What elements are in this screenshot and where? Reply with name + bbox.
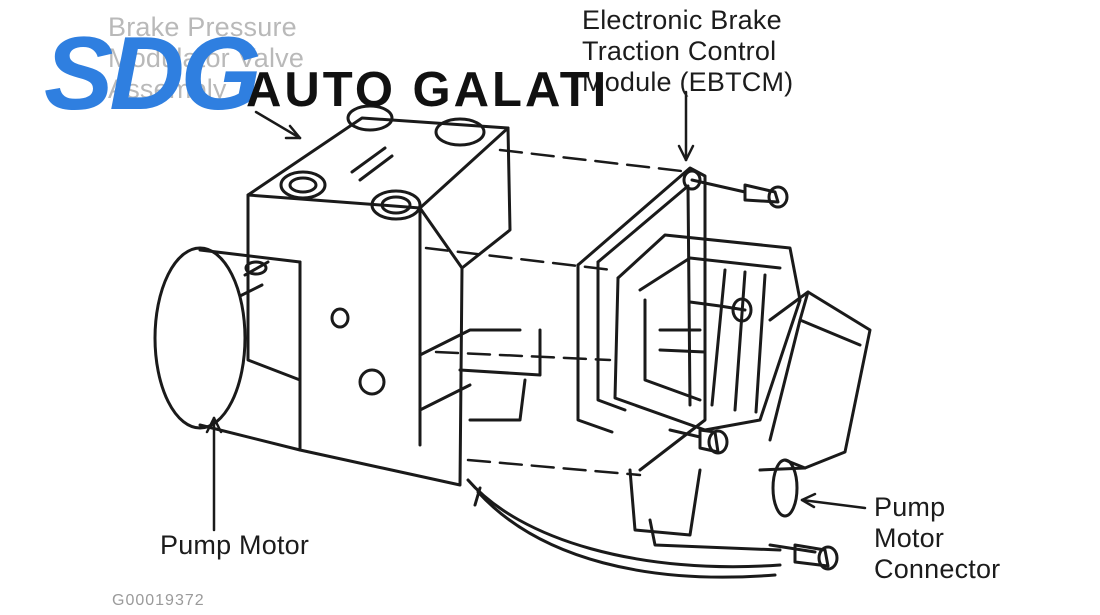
pump-motor-connector — [758, 290, 872, 518]
label-line: Modulator Valve — [108, 43, 305, 73]
figure-code: G00019372 — [112, 592, 205, 609]
label-line: Brake Pressure — [108, 12, 297, 42]
leader-brake-pressure — [254, 110, 302, 140]
label-pump-motor-connector: Pump Motor Connector — [874, 492, 1000, 585]
leader-ebtcm — [677, 90, 695, 162]
watermark-logo-sdg: SDG — [44, 16, 261, 132]
screw-top — [682, 169, 789, 209]
modulator-valve-block — [246, 104, 542, 487]
watermark-brand-name: AUTO GALATI — [246, 63, 610, 117]
label-ebtcm: Electronic Brake Traction Control Module… — [582, 5, 793, 98]
ebtcm-module — [576, 166, 802, 552]
leader-pump-motor — [205, 416, 223, 532]
label-brake-pressure-modulator: Brake Pressure Modulator Valve Assembly — [108, 12, 304, 105]
label-line: Connector — [874, 554, 1001, 584]
label-pump-motor: Pump Motor — [160, 530, 309, 561]
screw-lower — [668, 428, 729, 455]
alignment-lines — [424, 148, 692, 477]
pump-motor-cylinder — [153, 246, 302, 452]
screw-middle — [688, 297, 753, 323]
label-line: Assembly — [108, 74, 227, 104]
leader-pump-motor-connector — [800, 492, 867, 510]
label-line: Traction Control — [582, 36, 777, 66]
label-line: Pump — [874, 492, 946, 522]
label-line: Pump Motor — [160, 530, 310, 560]
bottom-cover — [466, 478, 782, 579]
label-line: Motor — [874, 523, 945, 553]
screw-bottom — [768, 543, 839, 571]
label-line: Electronic Brake — [582, 5, 782, 35]
label-line: Module (EBTCM) — [582, 67, 794, 97]
